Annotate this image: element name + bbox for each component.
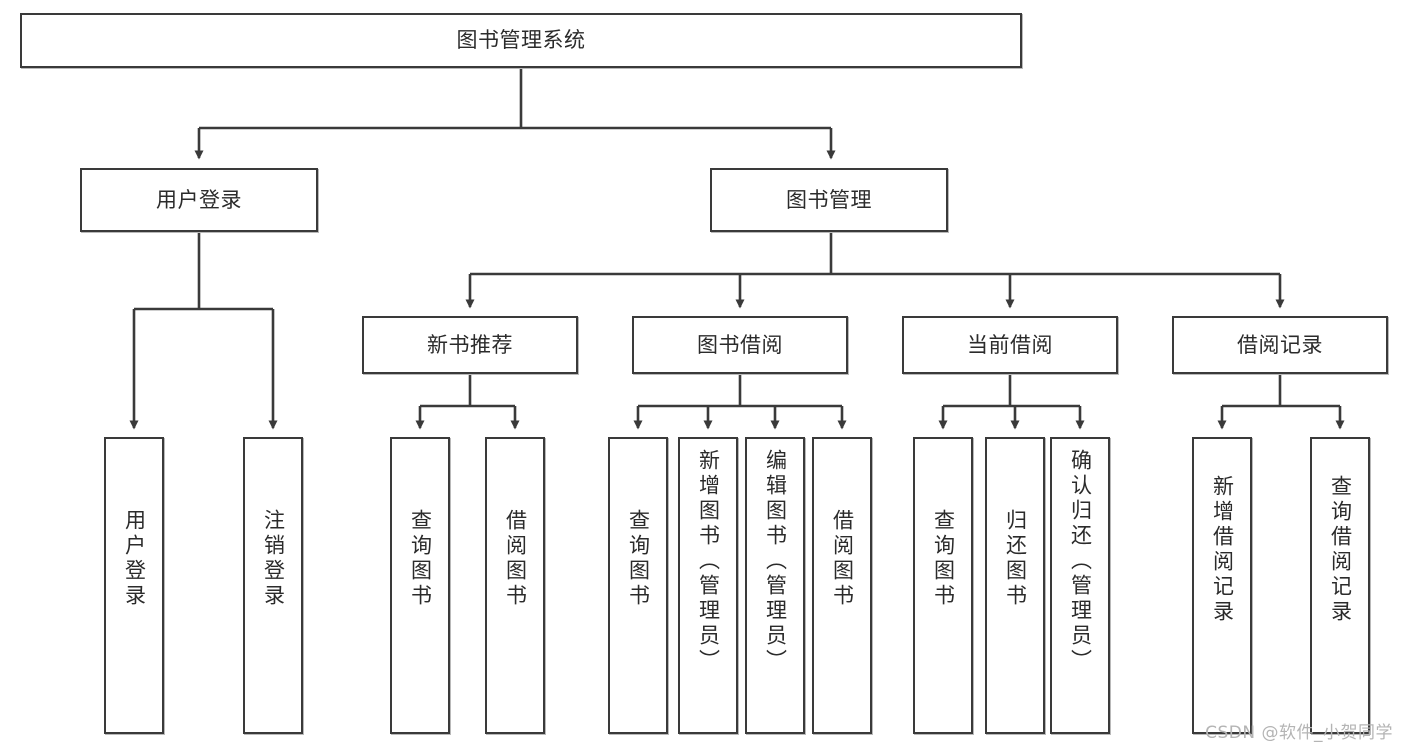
node-leaf-confirm-return-label: 确认归还（管理员）: [1068, 449, 1093, 674]
node-user-login-label: 用户登录: [156, 187, 242, 212]
node-new-book-recommend-label: 新书推荐: [427, 332, 513, 357]
node-leaf-query-book-1-label: 查询图书: [408, 509, 433, 609]
node-leaf-add-record[interactable]: 新增借阅记录: [1192, 437, 1252, 734]
watermark-text: CSDN @软件_小贺同学: [1205, 723, 1393, 743]
node-leaf-query-record[interactable]: 查询借阅记录: [1310, 437, 1370, 734]
node-new-book-recommend[interactable]: 新书推荐: [362, 316, 578, 374]
node-leaf-return-book[interactable]: 归还图书: [985, 437, 1045, 734]
node-leaf-query-book-3[interactable]: 查询图书: [913, 437, 973, 734]
node-leaf-query-book-3-label: 查询图书: [931, 509, 956, 609]
node-book-manage[interactable]: 图书管理: [710, 168, 948, 232]
node-borrow-record-label: 借阅记录: [1237, 332, 1323, 357]
node-current-borrow-label: 当前借阅: [967, 332, 1053, 357]
node-leaf-query-record-label: 查询借阅记录: [1328, 475, 1353, 625]
node-leaf-add-book-label: 新增图书（管理员）: [696, 449, 721, 674]
node-leaf-logout[interactable]: 注销登录: [243, 437, 303, 734]
node-user-login[interactable]: 用户登录: [80, 168, 318, 232]
node-leaf-query-book-1[interactable]: 查询图书: [390, 437, 450, 734]
node-book-manage-label: 图书管理: [786, 187, 872, 212]
node-leaf-edit-book-label: 编辑图书（管理员）: [763, 449, 788, 674]
node-borrow-record[interactable]: 借阅记录: [1172, 316, 1388, 374]
node-leaf-add-book[interactable]: 新增图书（管理员）: [678, 437, 738, 734]
node-leaf-query-book-2-label: 查询图书: [626, 509, 651, 609]
node-root[interactable]: 图书管理系统: [20, 13, 1022, 68]
node-leaf-query-book-2[interactable]: 查询图书: [608, 437, 668, 734]
node-leaf-borrow-book-2[interactable]: 借阅图书: [812, 437, 872, 734]
node-leaf-user-login-label: 用户登录: [122, 509, 147, 609]
node-leaf-return-book-label: 归还图书: [1003, 509, 1028, 609]
node-leaf-borrow-book-1[interactable]: 借阅图书: [485, 437, 545, 734]
node-leaf-borrow-book-1-label: 借阅图书: [503, 509, 528, 609]
node-book-borrow-label: 图书借阅: [697, 332, 783, 357]
node-current-borrow[interactable]: 当前借阅: [902, 316, 1118, 374]
node-leaf-confirm-return[interactable]: 确认归还（管理员）: [1050, 437, 1110, 734]
node-book-borrow[interactable]: 图书借阅: [632, 316, 848, 374]
node-leaf-add-record-label: 新增借阅记录: [1210, 475, 1235, 625]
node-leaf-logout-label: 注销登录: [261, 509, 286, 609]
node-leaf-user-login[interactable]: 用户登录: [104, 437, 164, 734]
node-root-label: 图书管理系统: [456, 28, 586, 53]
node-leaf-edit-book[interactable]: 编辑图书（管理员）: [745, 437, 805, 734]
node-leaf-borrow-book-2-label: 借阅图书: [830, 509, 855, 609]
